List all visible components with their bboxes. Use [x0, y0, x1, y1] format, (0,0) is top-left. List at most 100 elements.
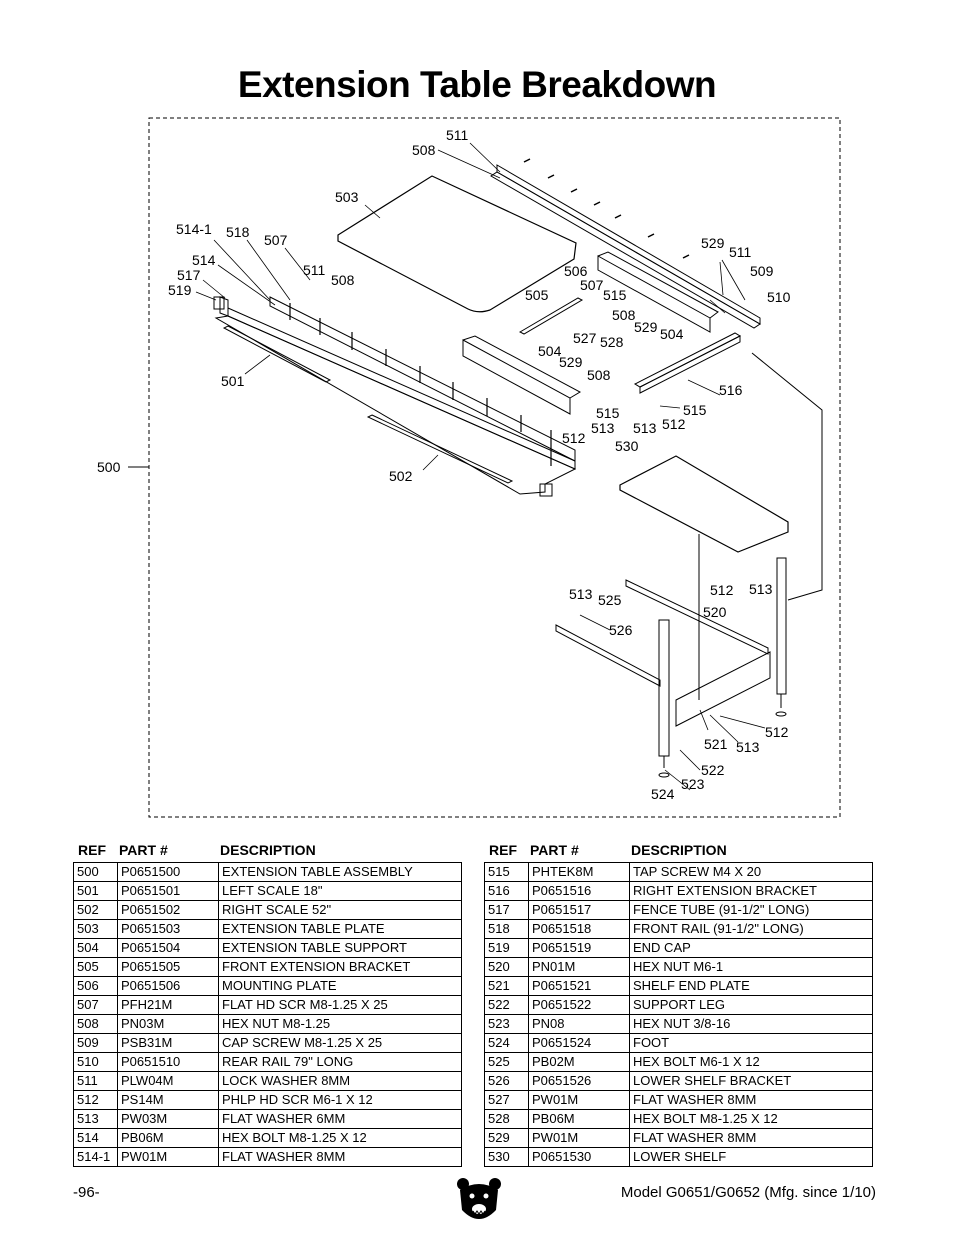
part-number-cell: PS14M	[117, 1090, 219, 1110]
callout-509: 509	[750, 263, 774, 279]
callout-513: 513	[569, 586, 593, 602]
ref-cell: 525	[484, 1052, 529, 1072]
part-number-cell: P0651500	[117, 862, 219, 882]
callout-523: 523	[681, 776, 705, 792]
part-number-cell: PB06M	[117, 1128, 219, 1148]
callout-506: 506	[564, 263, 588, 279]
ref-cell: 520	[484, 957, 529, 977]
description-cell: FLAT WASHER 8MM	[629, 1128, 873, 1148]
callout-530: 530	[615, 438, 639, 454]
description-cell: EXTENSION TABLE SUPPORT	[218, 938, 462, 958]
ref-cell: 529	[484, 1128, 529, 1148]
ref-cell: 502	[73, 900, 118, 920]
lower-shelf-bracket	[625, 579, 769, 655]
desc-header: DESCRIPTION	[220, 842, 316, 858]
ref-cell: 504	[73, 938, 118, 958]
part-number-cell: PLW04M	[117, 1071, 219, 1091]
front-ext-bracket-505	[518, 297, 584, 335]
description-cell: END CAP	[629, 938, 873, 958]
ref-cell: 503	[73, 919, 118, 939]
ref-cell: 505	[73, 957, 118, 977]
description-cell: SHELF END PLATE	[629, 976, 873, 996]
description-cell: FLAT HD SCR M8-1.25 X 25	[218, 995, 462, 1015]
callout-529: 529	[634, 319, 658, 335]
part-number-cell: P0651505	[117, 957, 219, 977]
callout-511: 511	[446, 127, 469, 143]
right-ext-bracket-516	[633, 332, 742, 388]
callout-513: 513	[633, 420, 657, 436]
table-header: REF PART # DESCRIPTION	[73, 840, 461, 862]
callout-508: 508	[412, 142, 436, 158]
ref-cell: 523	[484, 1014, 529, 1034]
description-cell: HEX NUT 3/8-16	[629, 1014, 873, 1034]
callout-508: 508	[331, 272, 355, 288]
ref-header: REF	[78, 842, 106, 858]
shelf-end-plate-521	[675, 651, 771, 727]
right-scale-502	[366, 414, 514, 484]
callout-511: 511	[729, 244, 752, 260]
part-number-cell: P0651516	[528, 881, 630, 901]
ref-cell: 511	[73, 1071, 118, 1091]
part-number-cell: PB02M	[528, 1052, 630, 1072]
part-number-cell: PN08	[528, 1014, 630, 1034]
description-cell: PHLP HD SCR M6-1 X 12	[218, 1090, 462, 1110]
ref-cell: 501	[73, 881, 118, 901]
model-info: Model G0651/G0652 (Mfg. since 1/10)	[620, 1184, 876, 1201]
callout-511: 511	[303, 262, 326, 278]
description-cell: HEX BOLT M8-1.25 X 12	[218, 1128, 462, 1148]
ref-cell: 528	[484, 1109, 529, 1129]
description-cell: FRONT EXTENSION BRACKET	[218, 957, 462, 977]
callout-512: 512	[662, 416, 686, 432]
description-cell: HEX NUT M8-1.25	[218, 1014, 462, 1034]
callout-515: 515	[603, 287, 627, 303]
table-support-504a	[462, 339, 571, 415]
part-number-cell: P0651526	[528, 1071, 630, 1091]
callout-517: 517	[177, 267, 201, 283]
callout-510: 510	[767, 289, 791, 305]
ref-cell: 508	[73, 1014, 118, 1034]
callout-514-1: 514-1	[176, 221, 212, 237]
callout-503: 503	[335, 189, 359, 205]
part-number-cell: P0651522	[528, 995, 630, 1015]
part-number-cell: P0651503	[117, 919, 219, 939]
callout-527: 527	[573, 330, 597, 346]
part-number-cell: P0651510	[117, 1052, 219, 1072]
description-cell: FENCE TUBE (91-1/2" LONG)	[629, 900, 873, 920]
table-support-504b	[597, 255, 711, 333]
callout-507: 507	[580, 277, 604, 293]
callout-513: 513	[591, 420, 615, 436]
callout-515: 515	[683, 402, 707, 418]
callout-512: 512	[765, 724, 789, 740]
ref-cell: 518	[484, 919, 529, 939]
part-number-cell: PW01M	[528, 1090, 630, 1110]
ref-cell: 517	[484, 900, 529, 920]
left-scale-501	[222, 325, 332, 383]
ref-cell: 512	[73, 1090, 118, 1110]
part-number-cell: P0651504	[117, 938, 219, 958]
part-number-cell: PB06M	[528, 1109, 630, 1129]
callout-522: 522	[701, 762, 725, 778]
callout-513: 513	[736, 739, 760, 755]
part-number-cell: PFH21M	[117, 995, 219, 1015]
description-cell: LOCK WASHER 8MM	[218, 1071, 462, 1091]
